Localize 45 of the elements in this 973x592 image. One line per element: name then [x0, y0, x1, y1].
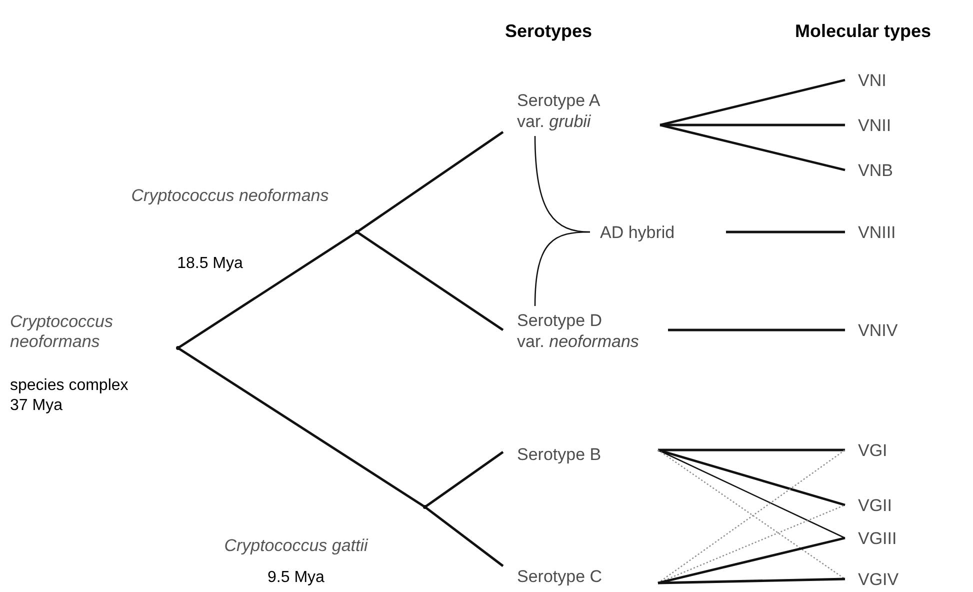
taxon-label: VGII — [858, 494, 894, 516]
branch-point — [176, 346, 180, 350]
taxon-label: VNB — [858, 160, 894, 180]
taxon-label: var. grubii — [517, 111, 592, 132]
taxon-label: Serotype B — [517, 444, 602, 464]
clade-name: Cryptococcus neoformans — [10, 312, 114, 352]
branch-line — [658, 448, 845, 452]
branch-line — [177, 231, 358, 349]
branch-line — [424, 506, 504, 567]
branch-line — [660, 124, 846, 172]
branch-line — [534, 136, 590, 233]
taxon-label: AD hybrid — [600, 222, 676, 243]
taxon-label: VGIII — [858, 528, 898, 548]
column-heading: Molecular types — [795, 20, 932, 42]
taxon-label: VNIII — [858, 222, 897, 242]
taxon-label: VNI — [858, 70, 888, 90]
branch-line — [668, 328, 845, 332]
branch-line — [356, 131, 504, 233]
branch-line — [726, 230, 845, 234]
branch-line — [658, 536, 846, 584]
divergence-label: 18.5 Mya — [176, 254, 244, 274]
branch-line — [177, 347, 426, 508]
taxon-label: VGI — [858, 440, 888, 460]
branch-line — [658, 578, 846, 584]
taxon-label: Serotype D — [517, 310, 604, 331]
clade-name: Cryptococcus neoformans — [130, 186, 330, 206]
branch-line — [658, 448, 846, 506]
clade-name: Cryptococcus gattii — [223, 536, 370, 556]
taxon-label: var. neoformans — [517, 331, 640, 352]
branch-line — [424, 451, 504, 508]
taxon-label: VGIV — [858, 568, 900, 590]
branch-line — [356, 231, 504, 331]
taxon-label: Serotype A — [517, 90, 602, 111]
taxon-label: Serotype C — [517, 566, 604, 586]
divergence-label: 9.5 Mya — [266, 568, 326, 588]
branch-point — [423, 505, 427, 509]
branch-line — [534, 231, 590, 306]
branch-point — [355, 230, 359, 234]
column-heading: Serotypes — [505, 20, 592, 42]
branch-line — [660, 78, 846, 126]
divergence-label: species complex 37 Mya — [10, 376, 130, 416]
taxon-label: VNII — [858, 114, 892, 136]
branch-line — [658, 449, 846, 539]
branch-line — [660, 124, 845, 126]
taxon-label: VNIV — [858, 320, 899, 340]
